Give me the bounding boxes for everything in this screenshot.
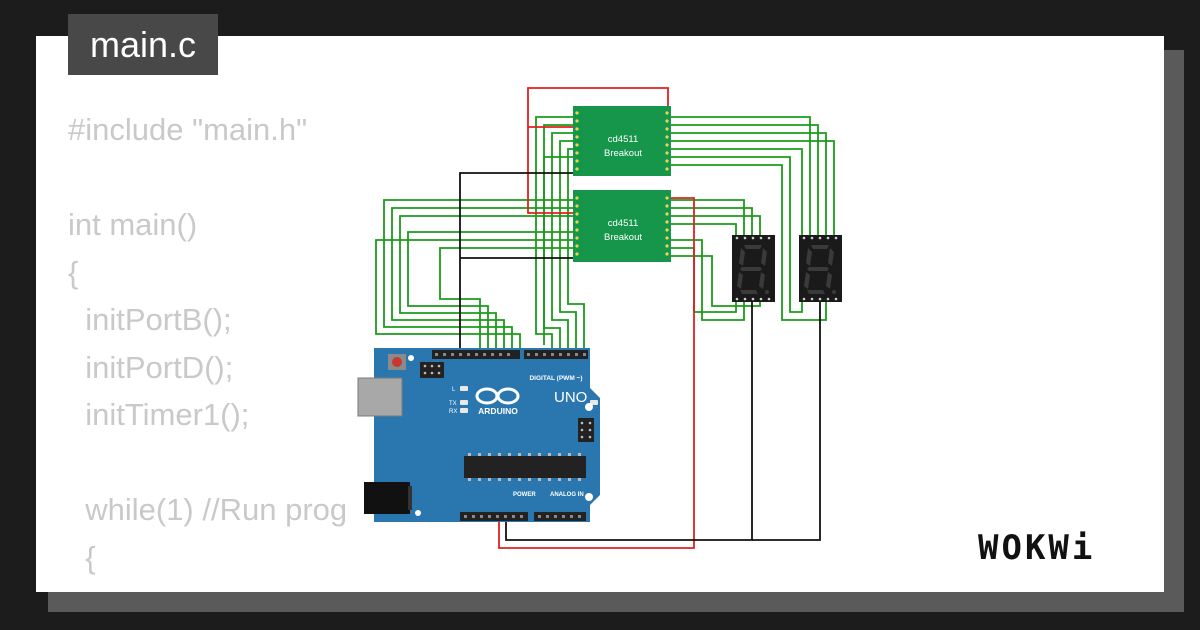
arduino-model-text: UNO [554, 389, 587, 406]
decoder-top[interactable]: cd4511 Breakout [573, 106, 671, 176]
code-line: int main() [68, 207, 198, 242]
decoder-top-label-1: cd4511 [608, 134, 638, 145]
digital-header-right [524, 350, 588, 359]
digital-header-label: DIGITAL (PWM ~) [529, 375, 582, 382]
file-tab[interactable]: main.c [68, 14, 218, 75]
code-line: { [68, 254, 79, 290]
led-rx-label: RX [449, 409, 457, 415]
code-background: #include "main.h" int main() { initPortB()… [68, 106, 840, 592]
arduino-brand-text: ARDUINO [478, 406, 518, 416]
dc-jack [364, 482, 410, 514]
code-line: { [68, 539, 96, 575]
code-line: initPortB(); [68, 302, 232, 337]
led-on-label: ON [602, 402, 611, 408]
analog-header [534, 512, 586, 521]
decoder-bottom-label-1: cd4511 [608, 218, 638, 229]
code-line: #include "main.h" [68, 112, 308, 147]
power-header [460, 512, 528, 521]
seven-segment-display-left[interactable] [732, 235, 775, 302]
code-line: initPortD(); [68, 349, 234, 385]
seven-segment-display-right[interactable] [799, 235, 842, 302]
decoder-top-label-2: Breakout [604, 148, 642, 159]
red-wires [498, 87, 695, 549]
decoder-bottom-label-2: Breakout [604, 232, 642, 243]
led-l-label: L [452, 387, 456, 393]
black-wires [459, 172, 821, 541]
led-tx-label: TX [449, 401, 457, 407]
arduino-infinity-icon [475, 387, 520, 405]
usb-connector [357, 377, 403, 417]
wokwi-logo: WOKWi [978, 528, 1096, 568]
code-line: Val = ... ...l...1...lt... Dec... ... ..… [68, 581, 840, 592]
atmega-chip [464, 456, 586, 478]
code-line: initTimer1(); [68, 397, 250, 432]
arduino-uno-board[interactable]: DIGITAL (PWM ~) L TX RX ON ARDUINO UNO P… [357, 348, 611, 522]
code-line: while(1) //Run prog [68, 492, 348, 527]
power-header-label: POWER [513, 492, 536, 498]
decoder-bottom[interactable]: cd4511 Breakout [573, 190, 671, 262]
analog-header-label: ANALOG IN [550, 492, 584, 498]
